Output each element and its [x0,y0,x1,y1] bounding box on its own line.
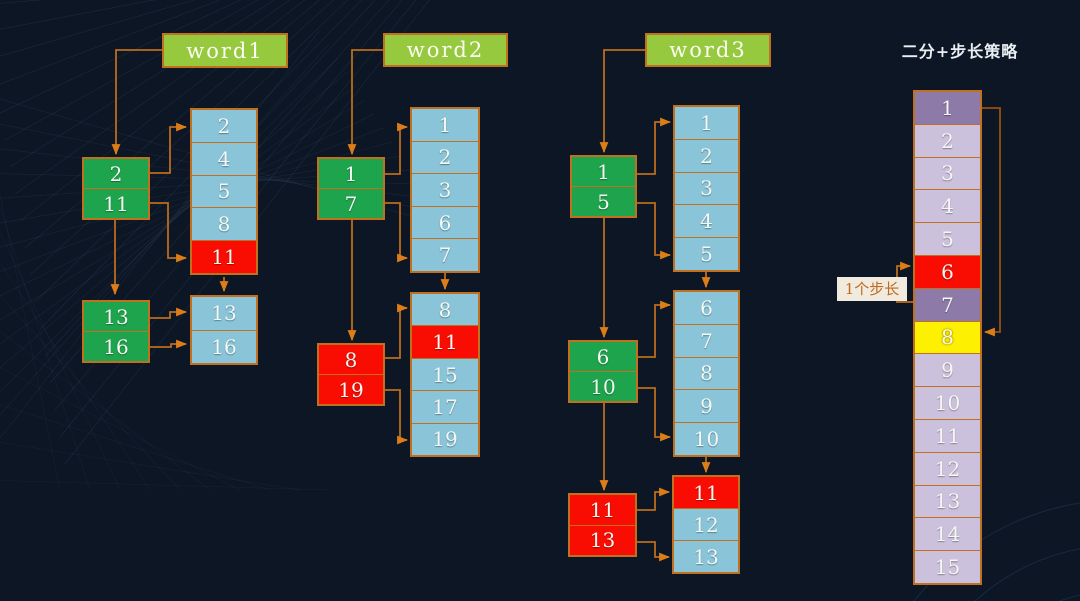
cell-16: 16 [192,329,256,363]
cell-6: 6 [570,342,636,371]
cell-14: 14 [915,517,980,551]
cell-8: 8 [319,345,383,374]
cell-9: 9 [675,389,738,423]
cell-11: 11 [570,495,635,525]
cell-3: 3 [412,173,478,206]
cell-2: 2 [84,159,148,188]
cell-1: 1 [319,159,383,188]
cell-6: 6 [675,292,738,324]
cell-6: 6 [412,205,478,239]
cell-13: 13 [84,302,148,331]
cell-7: 7 [675,323,738,357]
cell-11: 11 [412,325,478,358]
cell-5: 5 [192,174,256,208]
cell-3: 3 [675,171,738,205]
cell-19: 19 [319,374,383,404]
cell-11: 11 [915,418,980,452]
cell-4: 4 [915,189,980,223]
cell-13: 13 [192,297,256,330]
step-length-label: 1个步长 [837,277,907,301]
cell-12: 12 [674,508,738,540]
cell-4: 4 [675,204,738,238]
cell-7: 7 [319,188,383,218]
cell-8: 8 [192,207,256,241]
cell-2: 2 [915,123,980,157]
cell-5: 5 [572,186,635,216]
strategy-title: 二分+步长策略 [901,42,1019,61]
cell-8: 8 [915,320,980,354]
cell-5: 5 [675,237,738,270]
word3-header: word3 [645,33,771,67]
cell-1: 1 [412,109,478,141]
cell-3: 3 [915,156,980,190]
cell-15: 15 [915,550,980,583]
cell-13: 13 [570,524,635,555]
cell-8: 8 [412,294,478,326]
cell-9: 9 [915,353,980,387]
cell-2: 2 [412,140,478,174]
cell-11: 11 [192,240,256,273]
cell-1: 1 [675,107,738,139]
cell-7: 7 [915,287,980,321]
cell-17: 17 [412,390,478,423]
cell-2: 2 [675,138,738,172]
cell-12: 12 [915,451,980,485]
cell-15: 15 [412,357,478,391]
word2-header: word2 [383,33,508,67]
word1-header: word1 [162,33,288,68]
cell-4: 4 [192,141,256,175]
cell-11: 11 [674,477,738,508]
cell-10: 10 [915,386,980,419]
cell-7: 7 [412,238,478,271]
cell-2: 2 [192,110,256,142]
cell-13: 13 [915,484,980,518]
cell-10: 10 [675,422,738,455]
cell-10: 10 [570,371,636,401]
cell-8: 8 [675,356,738,390]
cell-16: 16 [84,331,148,361]
cell-13: 13 [674,540,738,572]
cell-5: 5 [915,222,980,255]
cell-1: 1 [915,92,980,124]
cell-19: 19 [412,422,478,456]
cell-11: 11 [84,188,148,218]
cell-6: 6 [915,254,980,288]
cell-1: 1 [572,157,635,186]
